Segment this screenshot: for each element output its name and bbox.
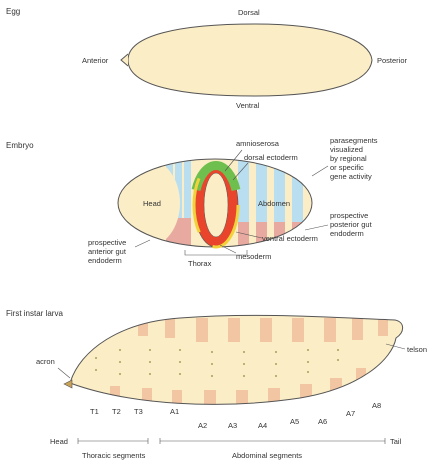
segment-label-a4: A4 [258,421,267,430]
egg-posterior-label: Posterior [377,56,408,65]
egg-shape [128,24,372,96]
mesoderm-label: mesoderm [236,252,271,261]
segment-label-a3: A3 [228,421,237,430]
segment-label-a1: A1 [170,407,179,416]
egg-ventral-label: Ventral [236,101,260,110]
larva-segment-labels: T1 T2 T3 A1 A2 A3 A4 A5 A6 A7 A8 [90,401,381,430]
thorax-label: Thorax [188,259,212,268]
thorax-inner [204,173,228,237]
segment-label-a8: A8 [372,401,381,410]
segment-label-a6: A6 [318,417,327,426]
abdominal-segments-label: Abdominal segments [232,451,302,460]
amnioserosa-label: amnioserosa [236,139,280,148]
larva-section-title: First instar larva [6,309,63,318]
acron-label: acron [36,357,55,366]
egg-anterior-label: Anterior [82,56,109,65]
segment-label-t3: T3 [134,407,143,416]
anterior-gut-label: prospective anterior gut endoderm [88,238,128,265]
segment-label-t2: T2 [112,407,121,416]
egg-dorsal-label: Dorsal [238,8,260,17]
segment-label-a5: A5 [290,417,299,426]
segment-label-t1: T1 [90,407,99,416]
posterior-gut-label: prospective posterior gut endoderm [330,211,374,238]
acron-tip [64,380,72,388]
larva-tail-label: Tail [390,437,402,446]
embryo-abdomen-label: Abdomen [258,199,290,208]
segment-label-a2: A2 [198,421,207,430]
embryo-head-label: Head [143,199,161,208]
parasegments-label: parasegments visualized by regional or s… [330,136,380,181]
segment-label-a7: A7 [346,409,355,418]
thoracic-segments-label: Thoracic segments [82,451,146,460]
dorsal-ectoderm-label: dorsal ectoderm [244,153,298,162]
egg-micropyle [121,54,128,66]
telson-label: telson [407,345,427,354]
acron-leader [58,368,70,378]
larva-head-label: Head [50,437,68,446]
embryo-section-title: Embryo [6,141,34,150]
larva-body [60,300,420,420]
egg-section-title: Egg [6,7,20,16]
larva-brackets [78,438,385,444]
ventral-ectoderm-label: ventral ectoderm [262,234,318,243]
